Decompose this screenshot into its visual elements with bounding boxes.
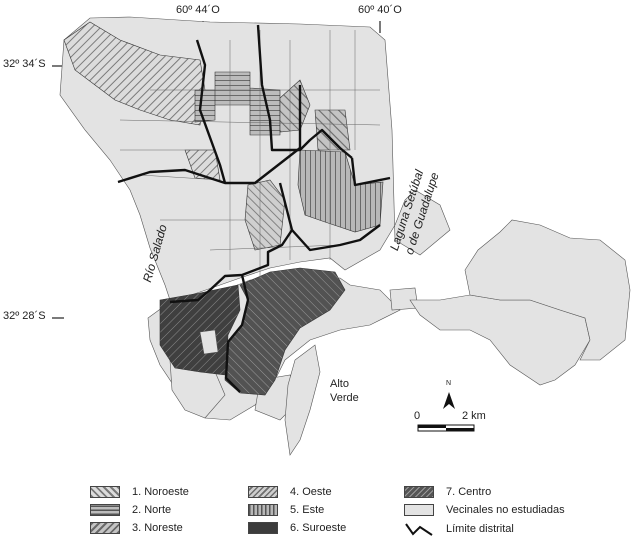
legend-swatch-noreste [90,522,120,534]
legend-item-limite: Límite distrital [404,522,514,536]
legend-swatch-suroeste [248,522,278,534]
legend-label-este: 5. Este [290,504,325,516]
legend-label-noreste: 3. Noreste [132,522,183,534]
latitude-south-label: 32º 28´S [3,310,46,322]
legend-swatch-centro [404,486,434,498]
map-legend: 1. Noroeste 2. Norte 3. Noreste 4. Oeste… [0,470,632,541]
longitude-west-label: 60º 44´O [176,4,220,16]
legend-swatch-noroeste [90,486,120,498]
district-boundaries [117,24,391,393]
centro-inner-block [199,329,219,355]
legend-label-noroeste: 1. Noroeste [132,486,189,498]
legend-label-centro: 7. Centro [446,486,492,498]
legend-item-noroeste: 1. Noroeste [90,486,189,498]
legend-label-suroeste: 6. Suroeste [290,522,347,534]
scale-bar [417,424,475,432]
north-arrow [443,392,455,409]
legend-item-suroeste: 6. Suroeste [248,522,346,534]
scale-start-label: 0 [414,410,421,422]
alto-verde-label-line1: Alto [330,378,349,390]
legend-swatch-norte [90,504,120,516]
district-noroeste [63,21,206,126]
legend-swatch-este [248,504,278,516]
longitude-east-label: 60º 40´O [358,4,402,16]
latitude-north-label: 32º 34´S [3,58,46,70]
legend-swatch-oeste [248,486,278,498]
alto-verde-label-line2: Verde [330,392,359,404]
city-district-map [52,16,631,456]
legend-item-noreste: 3. Noreste [90,522,183,534]
legend-item-centro: 7. Centro [404,486,491,498]
north-label: N [446,380,452,387]
legend-label-vecinales: Vecinales no estudiadas [446,504,565,516]
legend-label-norte: 2. Norte [132,504,172,516]
boundary-line-icon [405,523,433,536]
scale-end-label: 2 km [462,410,486,422]
district-noreste [279,79,351,151]
legend-item-oeste: 4. Oeste [248,486,332,498]
legend-label-limite: Límite distrital [446,523,514,535]
legend-item-este: 5. Este [248,504,324,516]
legend-swatch-vecinales [404,504,434,516]
legend-item-norte: 2. Norte [90,504,171,516]
legend-label-oeste: 4. Oeste [290,486,332,498]
district-este [297,149,384,233]
legend-item-vecinales: Vecinales no estudiadas [404,504,565,516]
